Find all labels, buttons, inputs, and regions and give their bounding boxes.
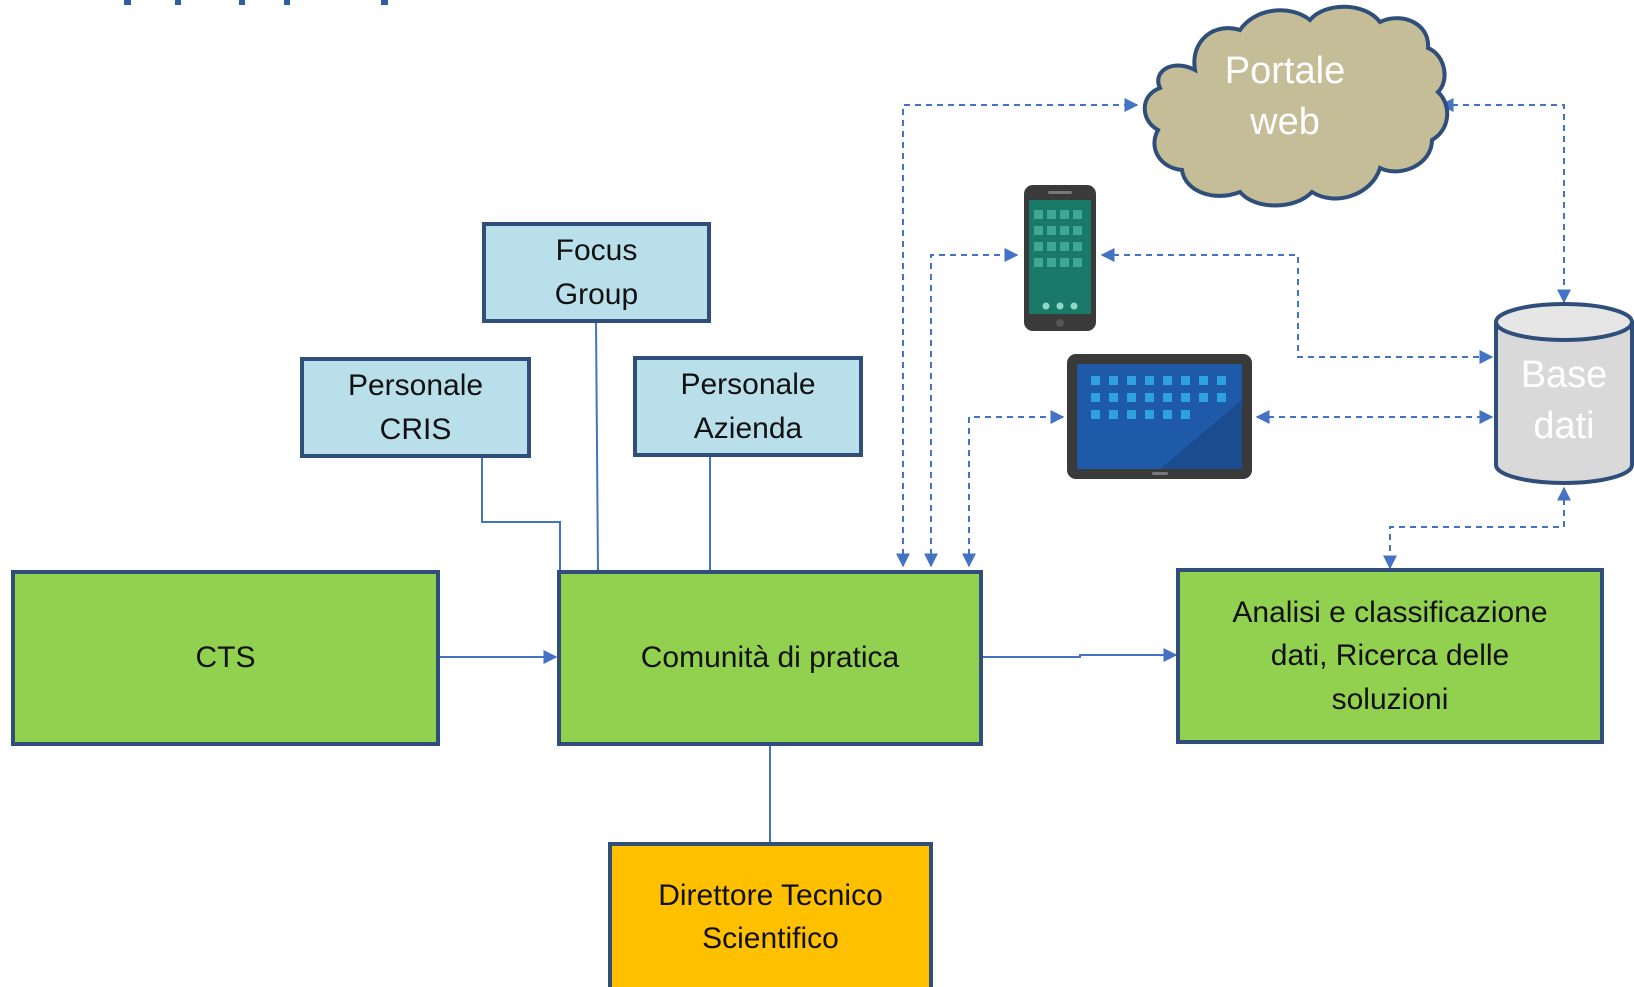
focus-group-box: Focus Group: [482, 222, 711, 323]
dashed-connectors: [896, 98, 1571, 570]
connector-cris-comunita: [481, 455, 561, 572]
connector-comunita-analisi: [983, 648, 1178, 662]
tablet-icon: [1067, 354, 1252, 479]
direttore-box: Direttore Tecnico Scientifico: [608, 842, 933, 987]
solid-connectors: [437, 319, 1178, 842]
base-dati-label: Base dati: [1520, 354, 1608, 448]
comunita-di-pratica-box: Comunità di pratica: [557, 570, 983, 746]
analisi-box: Analisi e classificazione dati, Ricerca …: [1176, 568, 1604, 744]
connector-comunita-tablet: [962, 410, 1065, 568]
cloud-shape: [1142, 4, 1450, 208]
smartphone-icon: [1024, 185, 1096, 331]
personale-cris-box: Personale CRIS: [300, 357, 531, 458]
title-fragment: [124, 0, 388, 5]
connector-comunita-smartphone: [924, 248, 1019, 568]
database-cylinder: [1494, 302, 1634, 485]
connector-smartphone-db: [1100, 248, 1494, 364]
portale-web-label: Portale web: [1224, 50, 1346, 144]
connector-focus-comunita: [595, 319, 599, 573]
cts-box: CTS: [11, 570, 440, 746]
connector-portale-db: [1439, 98, 1571, 304]
personale-azienda-box: Personale Azienda: [633, 356, 863, 457]
connector-db-analisi: [1383, 486, 1571, 570]
connector-comunita-portale: [896, 98, 1139, 568]
